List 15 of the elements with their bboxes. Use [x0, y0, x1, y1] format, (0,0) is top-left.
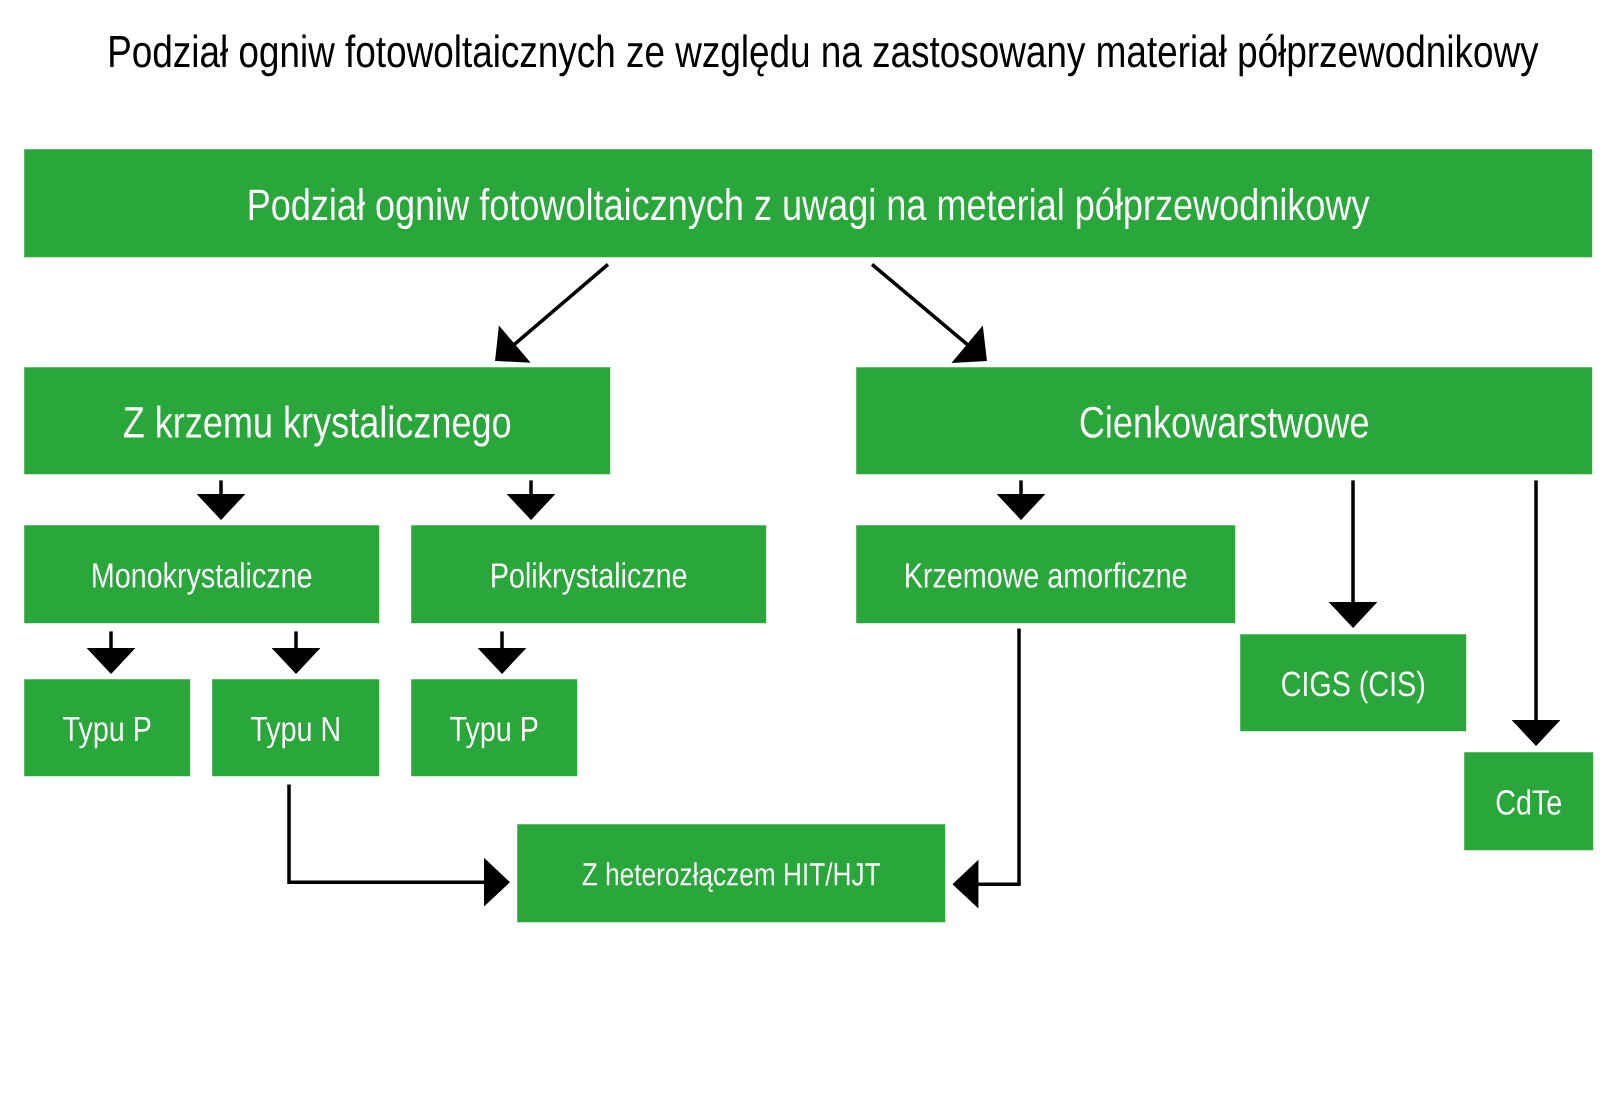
- process-box: Typu P: [24, 679, 191, 777]
- process-box: Cienkowarstwowe: [856, 367, 1593, 475]
- process-box: Polikrystaliczne: [411, 525, 767, 624]
- process-box: CdTe: [1464, 752, 1594, 851]
- process-box: CIGS (CIS): [1240, 634, 1467, 732]
- arrow: [870, 263, 987, 363]
- process-box: Typu N: [212, 679, 380, 777]
- arrow: [495, 263, 610, 363]
- title: Podział ogniw fotowoltaicznych ze względu na zastosowany materiał półprzewodnikowy: [110, 33, 1539, 77]
- process-box: Z krzemu krystalicznego: [24, 367, 611, 475]
- process-box: Typu P: [411, 679, 578, 777]
- process-box: Monokrystaliczne: [24, 525, 380, 624]
- process-box: Z heterozłączem HIT/HJT: [517, 824, 946, 923]
- process-box: Krzemowe amorficzne: [856, 525, 1236, 624]
- process-box: Podział ogniw fotowoltaicznych z uwagi na meterial półprzewodnikowy: [24, 149, 1593, 258]
